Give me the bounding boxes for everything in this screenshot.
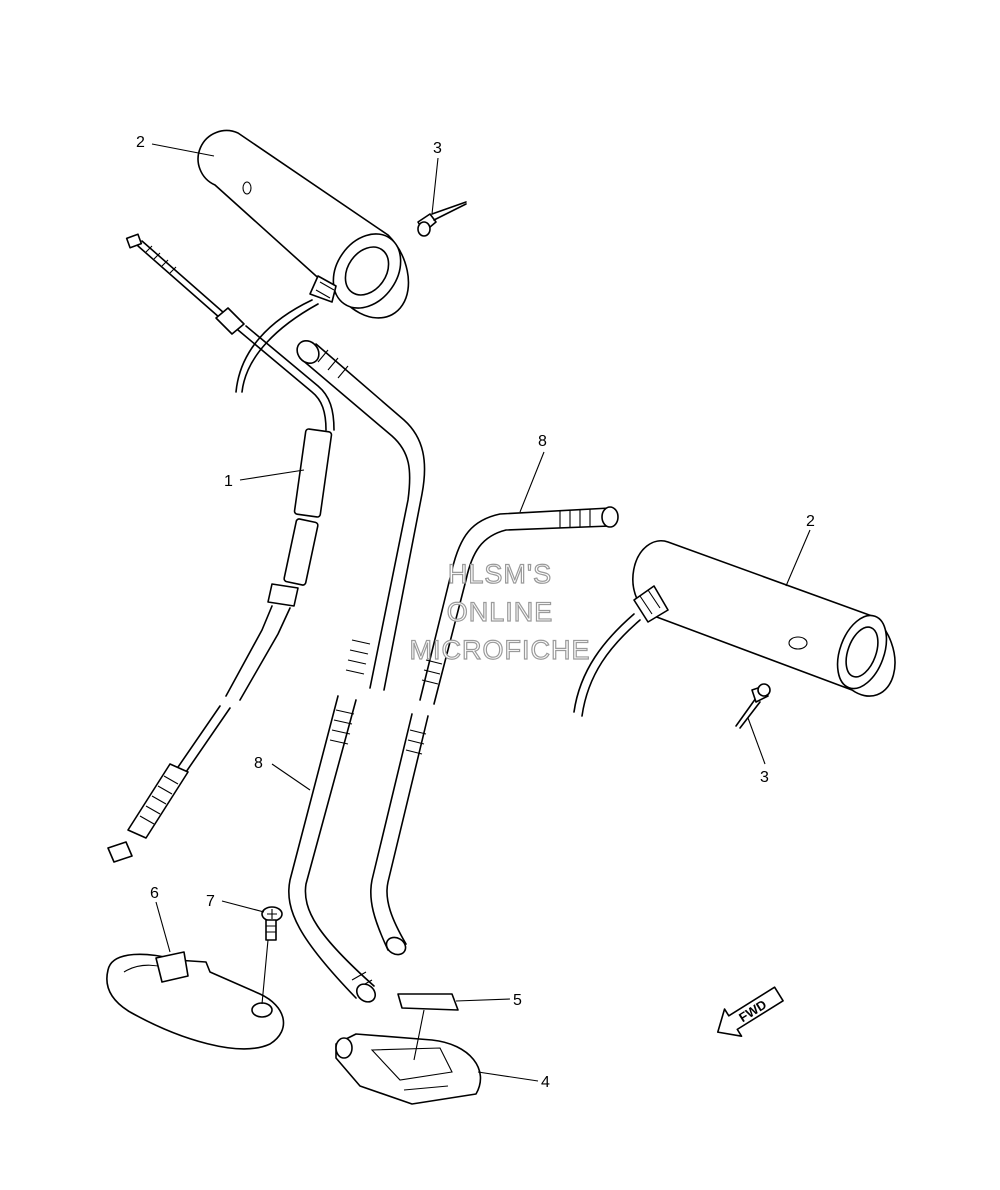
callout-2-right-grip: 2 xyxy=(806,513,815,530)
callout-labels: 2 3 1 8 2 3 8 6 7 5 4 xyxy=(136,134,815,1091)
pad xyxy=(397,993,459,1011)
watermark-line-2: ONLINE xyxy=(447,597,554,627)
holder xyxy=(335,1033,482,1105)
watermark-line-3: MICROFICHE xyxy=(410,635,591,665)
wire-harness-right xyxy=(369,506,619,956)
grip-heater-left xyxy=(197,129,410,393)
screw xyxy=(261,906,283,941)
leader-lines xyxy=(151,143,811,1082)
wire-harness-left xyxy=(288,339,426,1003)
callout-2-left-grip: 2 xyxy=(136,134,145,151)
callout-1-cable: 1 xyxy=(224,473,233,490)
callout-6-bracket: 6 xyxy=(150,885,159,902)
forward-arrow-icon: FWD xyxy=(716,986,784,1037)
callout-3-right-rivet: 3 xyxy=(760,769,769,786)
grip-heater-right xyxy=(573,540,896,717)
grip-end-bracket xyxy=(106,951,285,1050)
callout-5-pad: 5 xyxy=(513,992,522,1009)
watermark-line-1: HLSM'S xyxy=(448,559,552,589)
callout-7-screw: 7 xyxy=(206,893,215,910)
rivet-left xyxy=(417,201,467,237)
callout-3-left-rivet: 3 xyxy=(433,140,442,157)
watermark: HLSM'S ONLINE MICROFICHE xyxy=(409,558,591,665)
callout-8-right-harness: 8 xyxy=(538,433,547,450)
rivet-right xyxy=(735,683,771,729)
callout-8-left-harness: 8 xyxy=(254,755,263,772)
cable xyxy=(107,233,335,863)
callout-4-holder: 4 xyxy=(541,1074,550,1091)
